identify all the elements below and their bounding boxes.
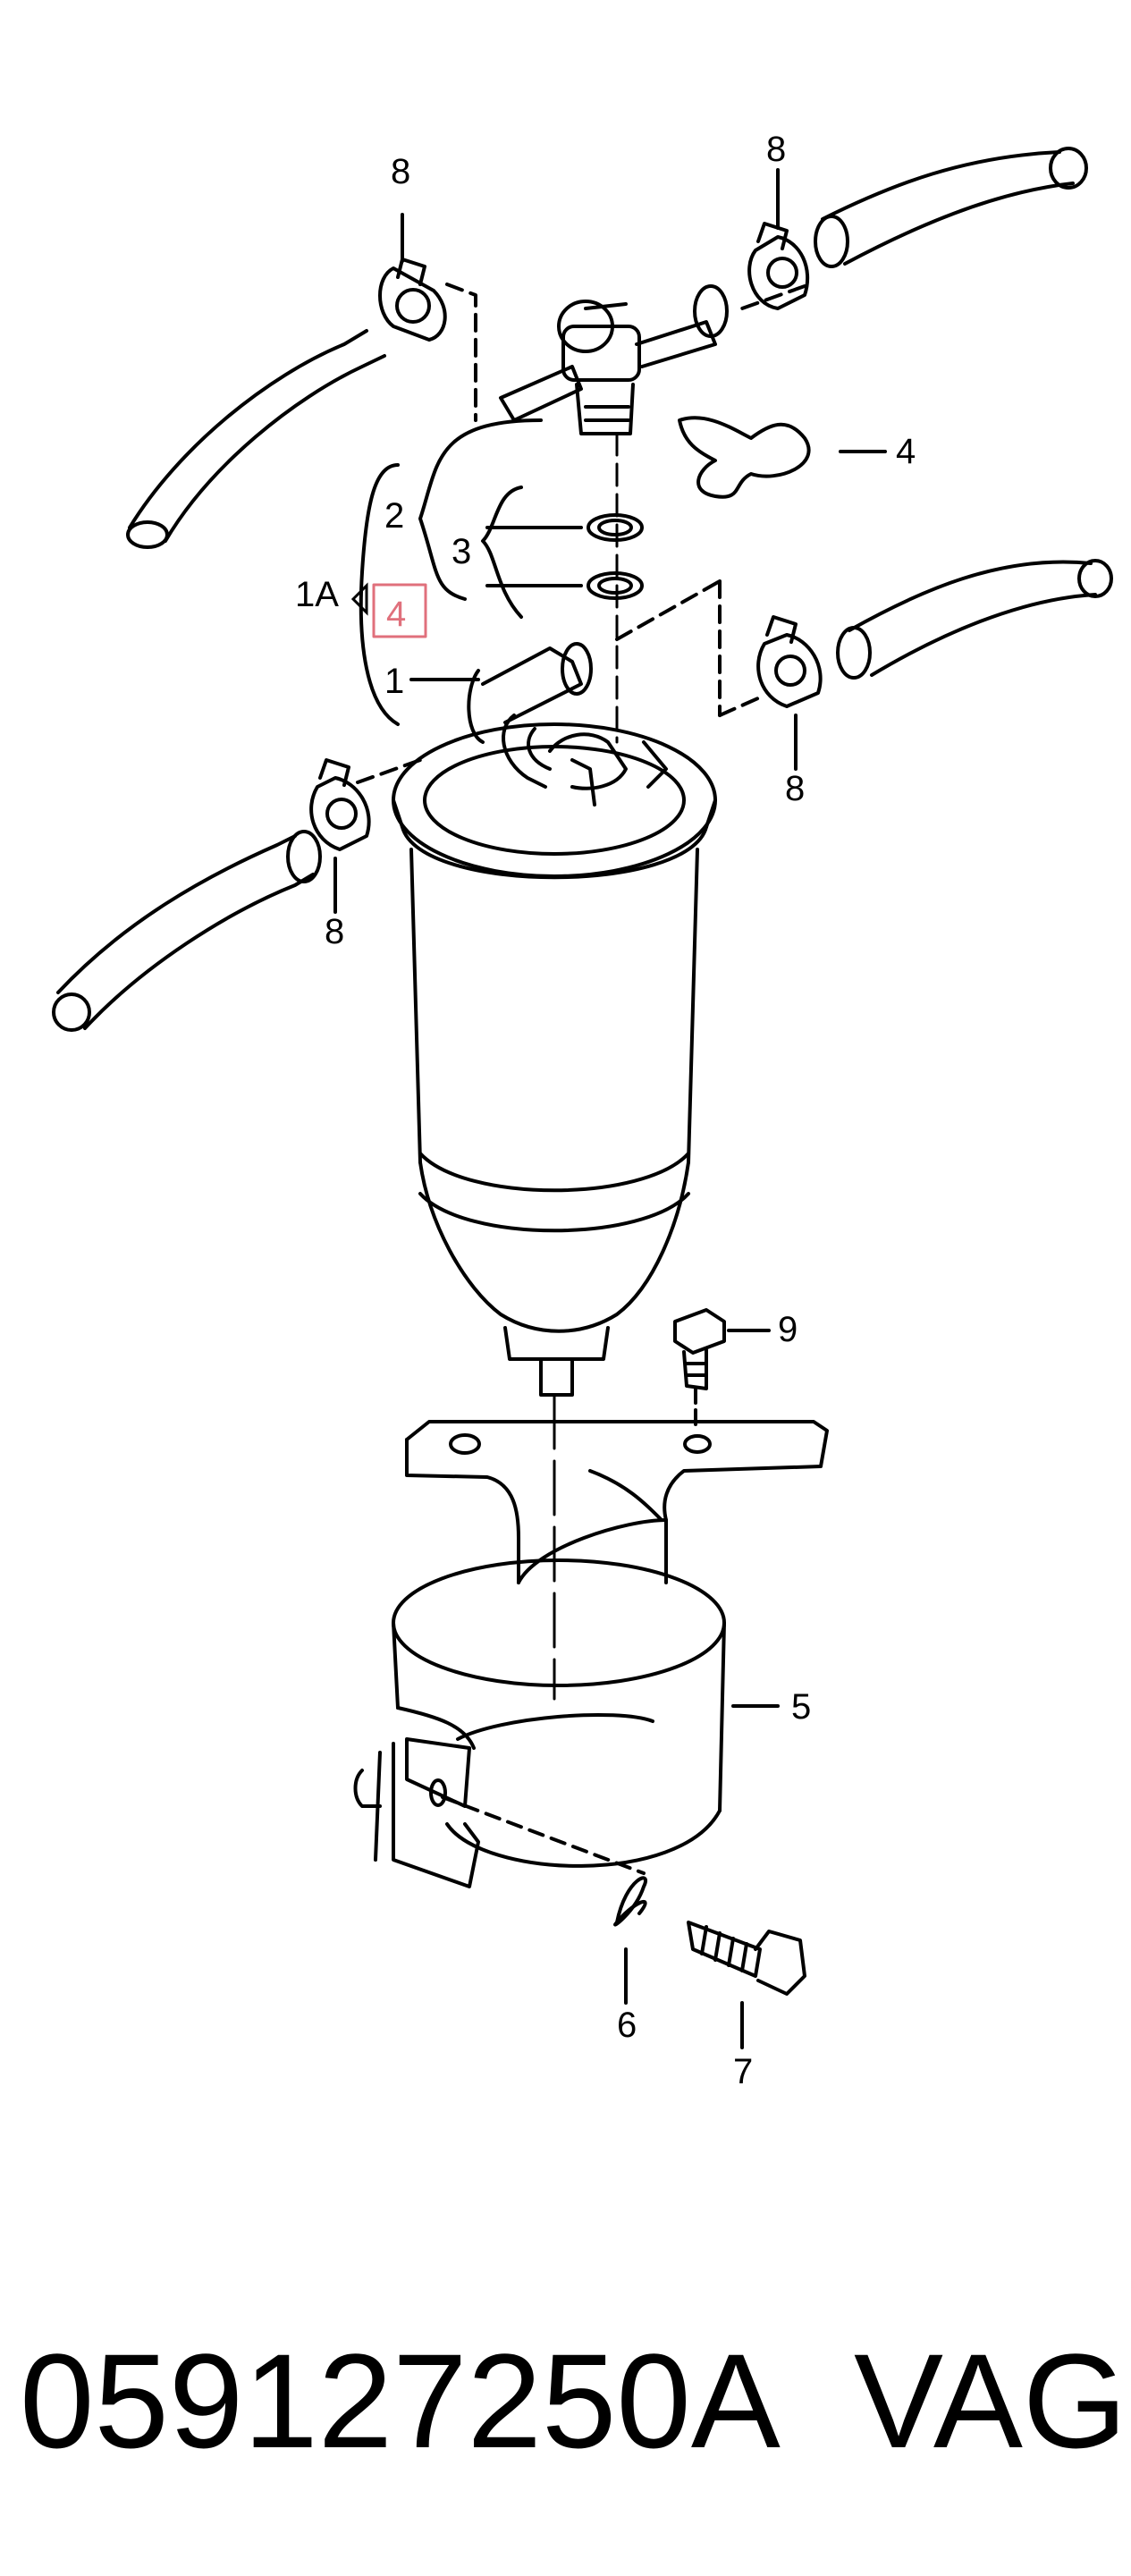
highlight-box-4 xyxy=(372,583,427,638)
callout-3: 3 xyxy=(452,532,471,571)
o-ring-seals-3 xyxy=(481,486,644,619)
callout-4-highlighted: 4 xyxy=(386,595,406,634)
callout-4-right: 4 xyxy=(896,432,916,471)
callout-8-left-mid: 8 xyxy=(325,912,344,951)
hose-top-right xyxy=(814,147,1088,268)
hose-top-left xyxy=(126,329,386,549)
t-piece-valve xyxy=(499,284,729,435)
callout-5: 5 xyxy=(791,1687,811,1727)
callout-6: 6 xyxy=(617,2006,637,2045)
callout-9: 9 xyxy=(778,1310,798,1349)
part-number: 059127250A xyxy=(20,2326,781,2476)
connector-pipe-1 xyxy=(409,642,593,789)
brace-2 xyxy=(418,418,543,601)
callout-8-top-right: 8 xyxy=(766,130,786,169)
fuel-filter xyxy=(392,722,717,1701)
callout-7: 7 xyxy=(733,2052,753,2091)
hose-mid-right xyxy=(836,559,1113,680)
callout-2: 2 xyxy=(384,496,404,536)
callout-1A: 1A xyxy=(295,575,339,614)
brace-1A xyxy=(359,463,400,726)
hose-clip-8-top-left xyxy=(378,213,447,342)
clamp-ring-5 xyxy=(353,1558,780,1888)
hose-clip-8-top-right xyxy=(740,168,810,310)
bolt-9 xyxy=(673,1308,771,1432)
washer-6 xyxy=(613,1876,647,2005)
mounting-bracket xyxy=(405,1420,829,1584)
brand-label: VAG xyxy=(854,2326,1127,2476)
bolt-7 xyxy=(687,1921,806,2049)
hose-clip-8-left-mid xyxy=(309,758,422,914)
retaining-clip-4-top xyxy=(678,416,887,499)
hose-clip-8-right-mid xyxy=(615,579,823,771)
callout-1: 1 xyxy=(384,662,404,701)
callout-8-right-mid: 8 xyxy=(785,769,805,808)
hose-mid-left xyxy=(52,830,322,1032)
callout-8-top-left: 8 xyxy=(391,152,410,191)
